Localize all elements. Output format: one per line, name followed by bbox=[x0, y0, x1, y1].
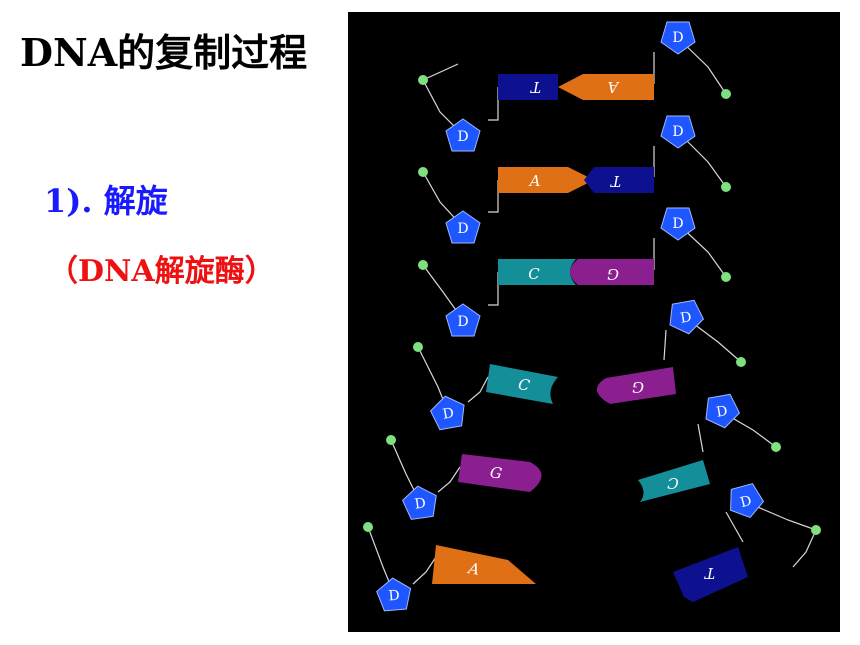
sugar-label: D bbox=[457, 129, 468, 145]
backbone-line bbox=[412, 556, 437, 585]
step-heading: 1). 解旋 bbox=[44, 182, 168, 220]
base-C bbox=[498, 259, 576, 285]
sugar-shape bbox=[445, 118, 481, 152]
backbone-line bbox=[467, 376, 489, 403]
base-letter: A bbox=[465, 559, 481, 579]
phosphate-dot bbox=[721, 272, 731, 282]
sugar-label: D bbox=[715, 403, 729, 421]
backbone-line bbox=[697, 423, 704, 453]
enzyme-note: （DNA解旋酶） bbox=[48, 254, 275, 289]
sugar-shape bbox=[660, 115, 696, 149]
base-letter: T bbox=[530, 78, 541, 96]
backbone-line bbox=[677, 131, 727, 188]
base-letter: G bbox=[489, 463, 503, 482]
sugar-pentagon: D bbox=[429, 395, 465, 431]
sugar-shape bbox=[402, 485, 437, 520]
base-letter: T bbox=[610, 172, 621, 190]
base-C bbox=[638, 460, 710, 502]
backbone-line bbox=[488, 87, 499, 121]
sugar-label: D bbox=[441, 405, 455, 423]
base-A bbox=[432, 545, 536, 584]
slide-title: DNA的复制过程 bbox=[20, 30, 308, 75]
base-G bbox=[458, 454, 542, 492]
phosphate-dot bbox=[721, 89, 731, 99]
sugar-pentagon: D bbox=[660, 115, 696, 149]
base-letter: G bbox=[632, 378, 644, 396]
base-A bbox=[558, 74, 654, 100]
sugar-shape bbox=[660, 207, 696, 241]
phosphate-dot bbox=[418, 75, 428, 85]
sugar-pentagon: D bbox=[445, 118, 481, 152]
phosphate-dot bbox=[736, 357, 746, 367]
backbone-line bbox=[677, 37, 727, 95]
backbone-line bbox=[745, 501, 817, 531]
sugar-shape bbox=[376, 577, 412, 612]
sugar-shape bbox=[660, 21, 696, 55]
sugar-label: D bbox=[739, 493, 754, 511]
base-letter: T bbox=[704, 564, 715, 582]
sugar-label: D bbox=[388, 588, 401, 605]
backbone-line bbox=[663, 329, 667, 361]
base-letter: C bbox=[667, 474, 679, 492]
phosphate-dot bbox=[811, 525, 821, 535]
sugar-shape bbox=[705, 393, 741, 429]
base-T bbox=[498, 74, 558, 100]
sugar-label: D bbox=[672, 124, 683, 140]
phosphate-dot bbox=[363, 522, 373, 532]
phosphate-dot bbox=[771, 442, 781, 452]
sugar-label: D bbox=[414, 495, 427, 512]
sugar-label: D bbox=[457, 314, 468, 330]
sugar-shape bbox=[445, 303, 481, 337]
dna-svg: D D D D D D D D D D D D T A A T C G C G G C A T bbox=[363, 21, 821, 612]
base-G bbox=[570, 259, 654, 285]
base-letter: G bbox=[607, 265, 619, 283]
backbone-line bbox=[437, 466, 461, 493]
sugar-pentagon: D bbox=[445, 303, 481, 337]
sugar-pentagon: D bbox=[660, 207, 696, 241]
phosphate-dot bbox=[386, 435, 396, 445]
sugar-label: D bbox=[672, 30, 683, 46]
base-T bbox=[673, 547, 748, 602]
base-T bbox=[584, 167, 654, 193]
base-G bbox=[596, 367, 676, 404]
phosphate-dot bbox=[418, 167, 428, 177]
sugar-pentagon: D bbox=[660, 21, 696, 55]
phosphate-dot bbox=[721, 182, 731, 192]
base-A bbox=[498, 167, 594, 193]
sugar-label: D bbox=[679, 309, 693, 327]
backbone-line bbox=[422, 63, 464, 136]
sugar-pentagon: D bbox=[669, 299, 705, 335]
sugar-shape bbox=[429, 395, 465, 431]
base-letter: A bbox=[607, 78, 620, 96]
sugar-pentagon: D bbox=[445, 210, 481, 244]
backbone-line bbox=[792, 529, 817, 568]
sugar-pentagon: D bbox=[730, 483, 765, 519]
sugar-pentagon: D bbox=[705, 393, 741, 429]
base-letter: C bbox=[528, 265, 540, 283]
sugar-pentagon: D bbox=[376, 577, 412, 612]
backbone-line bbox=[488, 180, 499, 213]
backbone-line bbox=[488, 272, 499, 306]
dna-unwinding-diagram: D D D D D D D D D D D D T A A T C G C G G C A T bbox=[348, 12, 840, 632]
phosphate-dot bbox=[413, 342, 423, 352]
base-letter: C bbox=[517, 375, 532, 395]
sugar-shape bbox=[730, 483, 765, 519]
sugar-label: D bbox=[457, 221, 468, 237]
sugar-shape bbox=[445, 210, 481, 244]
backbone-line bbox=[725, 511, 744, 543]
base-letter: A bbox=[528, 172, 541, 190]
sugar-label: D bbox=[672, 216, 683, 232]
base-C bbox=[486, 364, 558, 404]
sugar-shape bbox=[669, 299, 705, 335]
phosphate-dot bbox=[418, 260, 428, 270]
sugar-pentagon: D bbox=[402, 485, 437, 520]
